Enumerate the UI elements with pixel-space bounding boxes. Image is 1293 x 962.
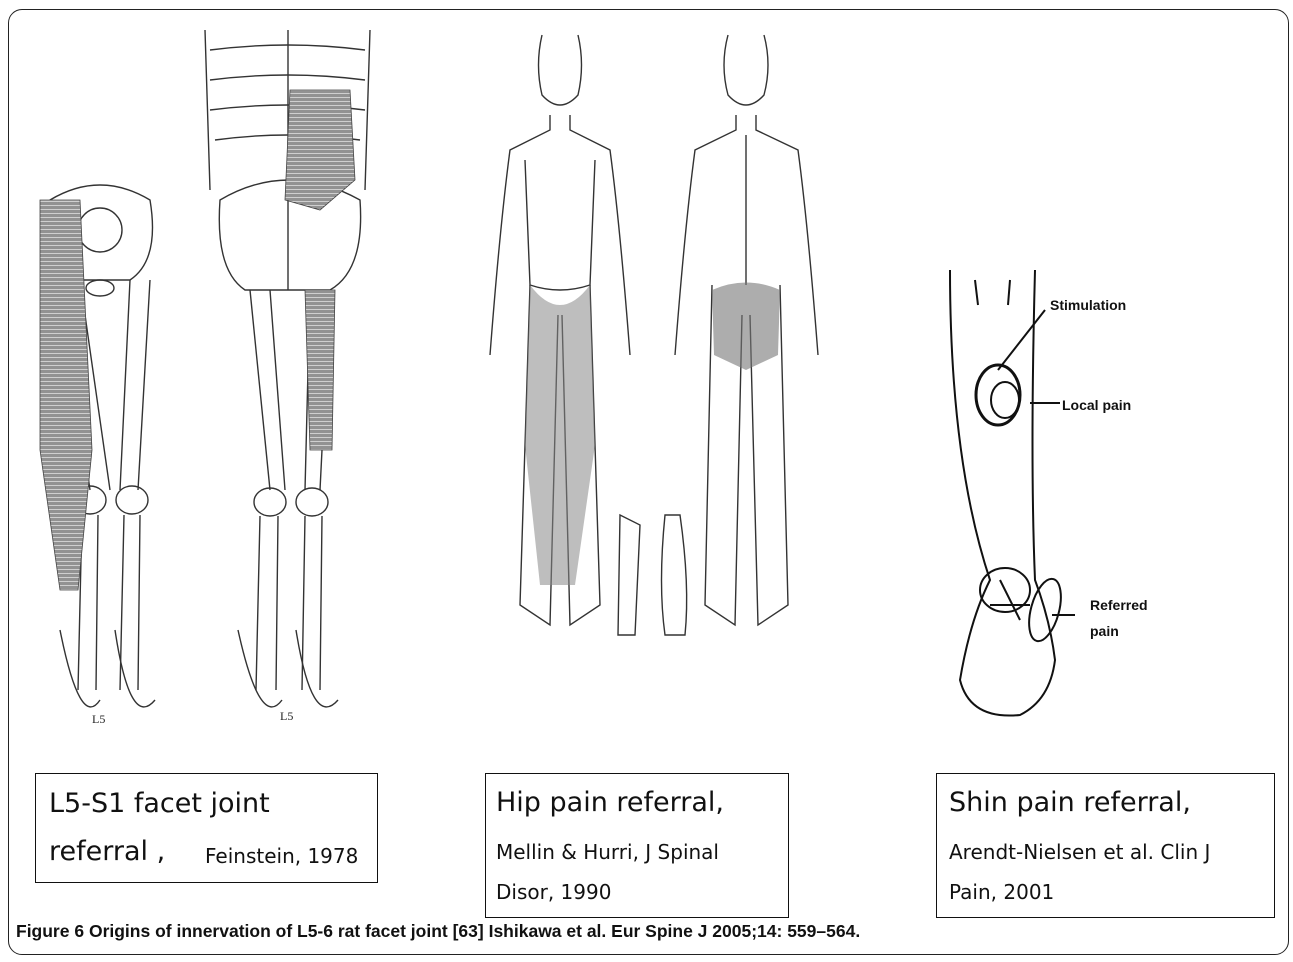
facet-caption-line2-small: Feinstein, 1978 xyxy=(205,844,358,868)
hip-caption-line3: Disor, 1990 xyxy=(496,880,611,904)
shin-caption-line2: Arendt-Nielsen et al. Clin J xyxy=(949,840,1210,864)
shin-caption-line1: Shin pain referral, xyxy=(949,787,1191,818)
facet-joint-illustration: L5 L5 xyxy=(20,30,400,730)
local-pain-label: Local pain xyxy=(1062,397,1131,413)
referred-pain-label: pain xyxy=(1090,623,1119,639)
hip-caption-line1: Hip pain referral, xyxy=(496,787,724,818)
left-leg-label: L5 xyxy=(92,712,105,726)
facet-caption-line2-main: referral , xyxy=(49,836,165,867)
hip-caption-line2: Mellin & Hurri, J Spinal xyxy=(496,840,719,864)
facet-caption-line1: L5-S1 facet joint xyxy=(49,788,270,819)
figure-caption-label: Figure 6 xyxy=(16,921,84,941)
figure-caption-text: Origins of innervation of L5-6 rat facet… xyxy=(89,921,860,941)
right-leg-label: L5 xyxy=(280,709,293,723)
hip-caption-box: Hip pain referral, Mellin & Hurri, J Spi… xyxy=(485,773,789,918)
stimulation-label: Stimulation xyxy=(1050,297,1126,313)
shin-caption-line3: Pain, 2001 xyxy=(949,880,1054,904)
figure-caption: Figure 6 Origins of innervation of L5-6 … xyxy=(16,921,860,942)
shin-referral-illustration: Stimulation Local pain Referred pain xyxy=(930,260,1230,760)
facet-caption-box: L5-S1 facet joint referral , Feinstein, … xyxy=(35,773,378,883)
hip-referral-illustration xyxy=(480,25,840,645)
referred-label: Referred xyxy=(1090,597,1148,613)
shin-caption-box: Shin pain referral, Arendt-Nielsen et al… xyxy=(936,773,1275,918)
